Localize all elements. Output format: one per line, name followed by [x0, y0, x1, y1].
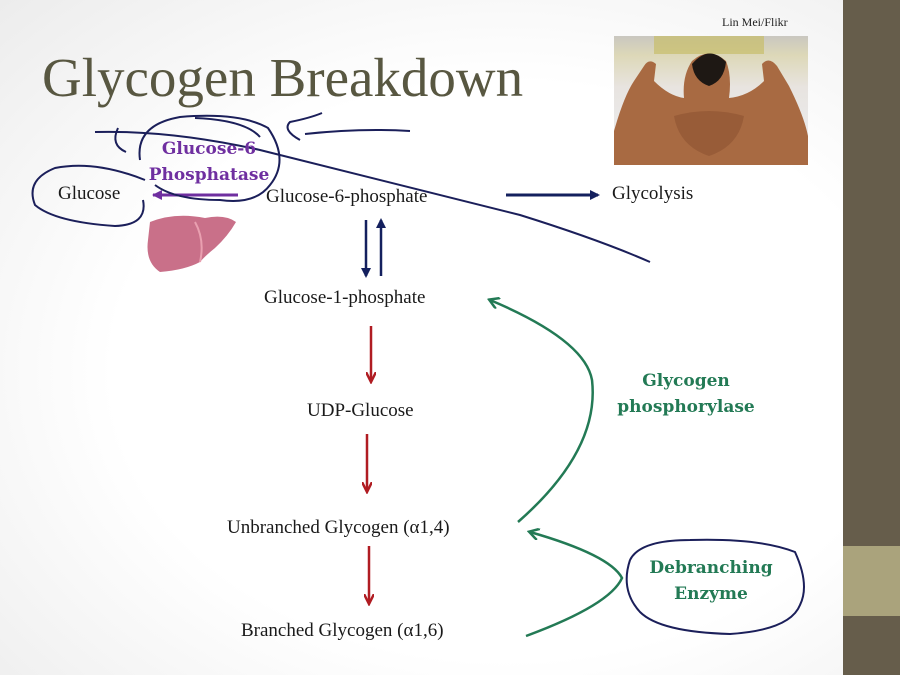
- arrow-phosphorylase: [490, 300, 594, 523]
- slide: Glycogen Breakdown Lin Mei/Flikr: [0, 0, 843, 675]
- enzyme-label-line1: Glycogen: [642, 371, 730, 391]
- node-unbranched-glycogen: Unbranched Glycogen (α1,4): [227, 517, 450, 538]
- arrow-debranching: [525, 532, 624, 638]
- enzyme-glycogen-phosphorylase: Glycogen phosphorylase: [600, 368, 772, 420]
- pathway-diagram: [31, 112, 805, 638]
- slide-sidebar: [843, 0, 900, 675]
- enzyme-label-line2: phosphorylase: [617, 397, 755, 417]
- enzyme-label-line1: Debranching: [649, 558, 773, 578]
- handwritten-ink: [31, 112, 805, 636]
- node-glucose-1-phosphate: Glucose-1-phosphate: [264, 287, 426, 308]
- enzyme-label-line2: Enzyme: [674, 584, 748, 604]
- bodybuilder-photo: [614, 36, 808, 165]
- enzyme-label-line1: Glucose-6: [161, 139, 257, 159]
- image-credit: Lin Mei/Flikr: [722, 15, 788, 29]
- node-glycolysis: Glycolysis: [612, 183, 694, 204]
- node-glucose: Glucose: [58, 183, 121, 204]
- enzyme-debranching: Debranching Enzyme: [636, 555, 786, 607]
- node-udp-glucose: UDP-Glucose: [307, 400, 414, 421]
- slide-title: Glycogen Breakdown: [42, 47, 524, 108]
- node-glucose-6-phosphate: Glucose-6-phosphate: [266, 186, 428, 207]
- node-branched-glycogen: Branched Glycogen (α1,6): [241, 620, 444, 641]
- liver-image: [147, 215, 236, 272]
- sidebar-accent: [843, 546, 900, 616]
- enzyme-label-line2: Phosphatase: [148, 165, 270, 185]
- enzyme-glucose-6-phosphatase: Glucose-6 Phosphatase: [140, 136, 278, 188]
